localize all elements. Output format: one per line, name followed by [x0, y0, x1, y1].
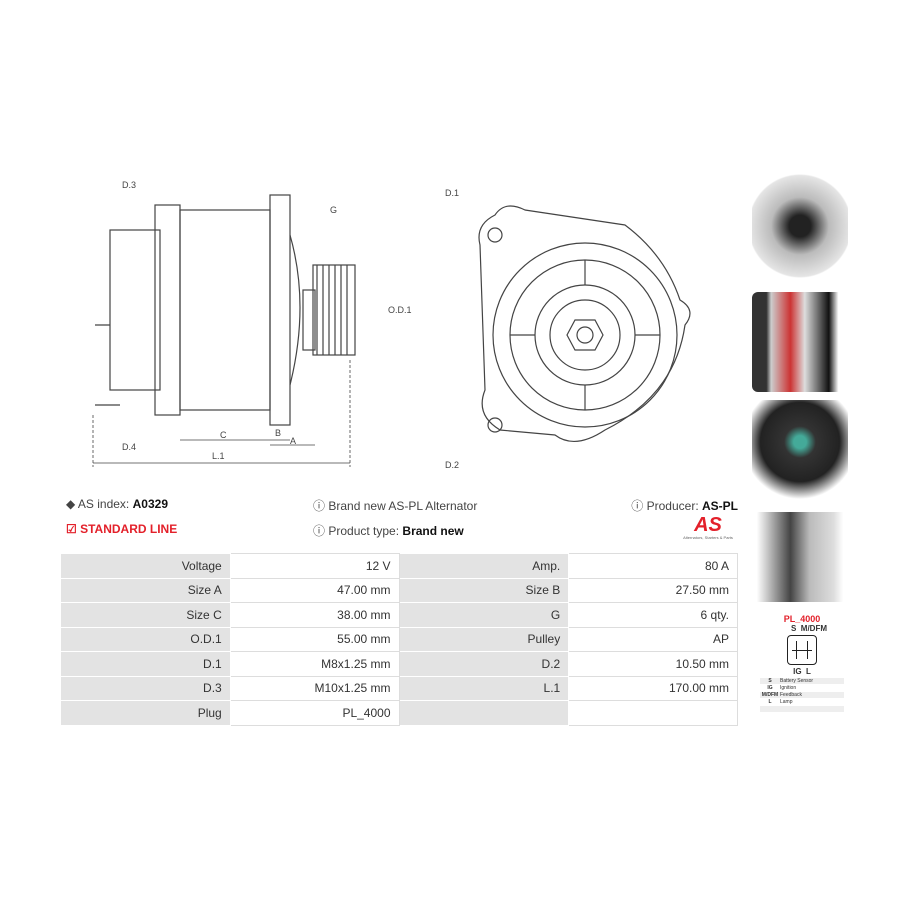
tags-icon: ◆: [66, 497, 76, 511]
producer: ⓘ Producer: AS-PL: [631, 499, 738, 513]
as-pl-logo: AS Alternators, Starters & Parts: [683, 514, 733, 540]
side-view-drawing: [92, 194, 356, 467]
spec-value: AP: [568, 626, 738, 652]
label-g: G: [330, 205, 338, 215]
spec-value: 27.50 mm: [568, 577, 738, 603]
spec-label: Size C: [60, 602, 231, 628]
label-a: A: [290, 436, 297, 446]
spec-value: 38.00 mm: [229, 602, 400, 628]
spec-value: 55.00 mm: [229, 626, 400, 652]
spec-label: [398, 700, 570, 726]
checkbox-icon: ☑: [66, 522, 77, 536]
info-icon: ⓘ: [631, 499, 644, 513]
spec-value: 12 V: [229, 553, 400, 579]
label-d1: D.1: [445, 188, 460, 198]
spec-value: [568, 700, 738, 726]
product-photo-rear[interactable]: [752, 400, 848, 505]
product-photo-side[interactable]: [752, 292, 848, 392]
plug-bottom-pins: IG L: [793, 667, 811, 676]
spec-value: 10.50 mm: [568, 651, 738, 677]
standard-line-badge: ☑ STANDARD LINE: [66, 522, 178, 536]
spec-label: Size A: [60, 577, 231, 603]
label-d3: D.3: [122, 180, 137, 190]
spec-label: L.1: [398, 675, 570, 701]
label-b: B: [275, 428, 282, 438]
description: ⓘ Brand new AS-PL Alternator: [313, 499, 478, 513]
spec-value: 47.00 mm: [229, 577, 400, 603]
label-l1: L.1: [212, 451, 225, 461]
front-view-drawing: [478, 205, 691, 442]
spec-label: Plug: [60, 700, 231, 726]
spec-value: M10x1.25 mm: [229, 675, 400, 701]
spec-label: D.2: [398, 651, 570, 677]
spec-label: Amp.: [398, 553, 570, 579]
spec-label: Pulley: [398, 626, 570, 652]
spec-value: PL_4000: [229, 700, 400, 726]
label-d2: D.2: [445, 460, 460, 470]
product-photo-angle[interactable]: [752, 512, 848, 602]
spec-value: 170.00 mm: [568, 675, 738, 701]
spec-value: 80 A: [568, 553, 738, 579]
spec-label: Size B: [398, 577, 570, 603]
plug-top-pins: S M/DFM: [791, 624, 827, 633]
as-index: ◆ AS index: A0329: [66, 497, 168, 511]
spec-label: D.3: [60, 675, 231, 701]
spec-value: M8x1.25 mm: [229, 651, 400, 677]
product-photo-front[interactable]: [752, 172, 848, 280]
product-type: ⓘ Product type: Brand new: [313, 524, 464, 538]
spec-label: Voltage: [60, 553, 231, 579]
as-index-value: A0329: [132, 497, 168, 511]
spec-label: G: [398, 602, 570, 628]
plug-connector-icon: [787, 635, 817, 665]
spec-value: 6 qty.: [568, 602, 738, 628]
spec-label: O.D.1: [60, 626, 231, 652]
info-icon: ⓘ: [313, 524, 326, 538]
plug-name: PL_4000: [783, 614, 821, 624]
info-icon: ⓘ: [313, 499, 326, 513]
label-od1: O.D.1: [388, 305, 412, 315]
spec-label: D.1: [60, 651, 231, 677]
label-c: C: [220, 430, 227, 440]
label-d4: D.4: [122, 442, 137, 452]
